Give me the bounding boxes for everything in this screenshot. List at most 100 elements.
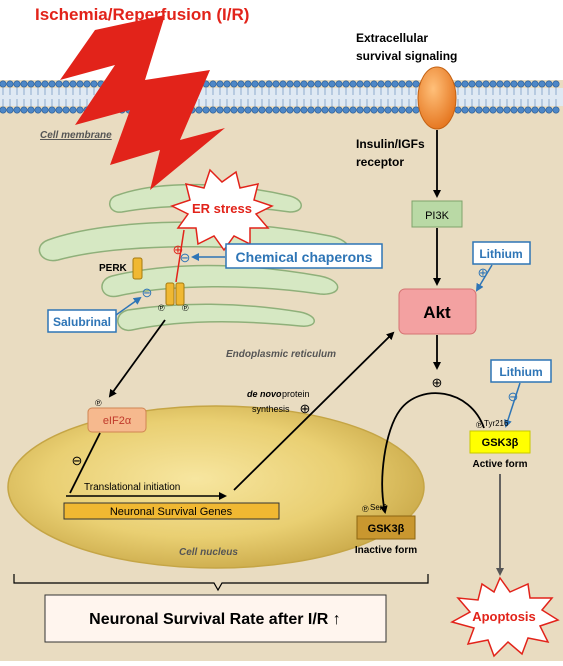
cell-nucleus-shape xyxy=(7,405,425,569)
salubrinal-minus-icon: ⊖ xyxy=(142,285,153,300)
eif2a-label: eIF2α xyxy=(103,415,132,427)
phospholipid-head xyxy=(13,106,21,114)
gsk-active-superscript: Tyr216 xyxy=(484,419,509,428)
cell-membrane-label: Cell membrane xyxy=(40,130,112,141)
eif2a-box xyxy=(87,407,147,433)
phospholipid-head xyxy=(6,80,14,88)
phospholipid-head xyxy=(356,106,364,114)
phospholipid-head xyxy=(48,106,56,114)
phospholipid-head xyxy=(454,80,462,88)
phospholipid-head xyxy=(405,106,413,114)
phospholipid-head xyxy=(314,80,322,88)
phospholipid-head xyxy=(286,106,294,114)
phospholipid-head xyxy=(356,80,364,88)
phospholipid-head xyxy=(55,106,63,114)
phospholipid-head xyxy=(468,80,476,88)
perk-dimer-right xyxy=(175,282,185,306)
phospholipid-head xyxy=(517,80,525,88)
receptor-shape xyxy=(417,66,457,130)
survival-rate-label: Neuronal Survival Rate after I/R ↑ xyxy=(89,611,341,628)
perk-plus-icon: ⊕ xyxy=(173,242,184,257)
er-stress-burst xyxy=(170,168,274,252)
phospholipid-head xyxy=(293,106,301,114)
phospholipid-head xyxy=(216,80,224,88)
phospho-icon-perk-right: ℗ xyxy=(182,303,189,313)
phospholipid-head xyxy=(412,80,420,88)
phospholipid-head xyxy=(244,106,252,114)
phospholipid-head xyxy=(475,80,483,88)
phospholipid-head xyxy=(27,80,35,88)
phospholipid-head xyxy=(69,80,77,88)
phospho-icon-eif2a: ℗ xyxy=(95,398,102,408)
phospholipid-head xyxy=(244,80,252,88)
phospholipid-head xyxy=(321,106,329,114)
receptor-label-1: Insulin/IGFs xyxy=(356,137,425,151)
phospholipid-head xyxy=(293,80,301,88)
phospholipid-head xyxy=(524,106,532,114)
perk-to-eif2a-arrow xyxy=(108,319,166,398)
pi3k-label: PI3K xyxy=(425,210,450,222)
phospholipid-head xyxy=(0,80,7,88)
phospholipid-head xyxy=(370,106,378,114)
phospholipid-head xyxy=(62,80,70,88)
phospholipid-head xyxy=(489,80,497,88)
phospholipid-head xyxy=(272,106,280,114)
lithium-to-akt-arrow xyxy=(475,264,493,292)
phospholipid-head xyxy=(230,106,238,114)
phospholipid-head xyxy=(27,106,35,114)
phospholipid-head xyxy=(34,80,42,88)
phospholipid-head xyxy=(237,80,245,88)
phospholipid-head xyxy=(538,106,546,114)
extracellular-label-2: survival signaling xyxy=(356,49,457,63)
phospholipid-head xyxy=(552,80,560,88)
lithium-label-1: Lithium xyxy=(479,247,522,261)
summary-brace xyxy=(13,574,429,592)
phospholipid-head xyxy=(258,106,266,114)
title: Ischemia/Reperfusion (I/R) xyxy=(35,5,249,24)
apoptosis-burst xyxy=(450,576,560,658)
neuronal-survival-genes-label: Neuronal Survival Genes xyxy=(110,506,233,518)
perk-receptor-left xyxy=(132,257,143,280)
phospholipid-head xyxy=(0,106,7,114)
phospho-icon-gsk-inactive: ℗ xyxy=(362,504,369,514)
phospholipid-head xyxy=(370,80,378,88)
phospholipid-head xyxy=(398,80,406,88)
lithium-label-2: Lithium xyxy=(499,365,542,379)
phospholipid-head xyxy=(216,106,224,114)
phospholipid-head xyxy=(279,80,287,88)
survival-rate-box xyxy=(44,594,387,643)
phospholipid-head xyxy=(48,80,56,88)
cytoplasm-background xyxy=(0,80,563,661)
lithium-minus-icon: ⊖ xyxy=(508,389,519,404)
phospholipid-head xyxy=(531,80,539,88)
perk-dimer-left xyxy=(165,282,175,306)
phospholipid-head xyxy=(265,80,273,88)
phospholipid-head xyxy=(195,106,203,114)
phospholipid-head xyxy=(20,106,28,114)
akt-box xyxy=(398,288,477,335)
phospholipid-head xyxy=(335,106,343,114)
salubrinal-arrow xyxy=(115,296,142,316)
phospholipid-head xyxy=(524,80,532,88)
translation-to-akt-arrow xyxy=(233,331,395,491)
phospholipid-head xyxy=(209,80,217,88)
phospholipid-head xyxy=(307,106,315,114)
phospholipid-head xyxy=(230,80,238,88)
phospholipid-head xyxy=(454,106,462,114)
phospholipid-head xyxy=(83,80,91,88)
er-stress-label: ER stress xyxy=(192,201,252,216)
protein-label: protein xyxy=(282,389,310,399)
phospholipid-head xyxy=(412,106,420,114)
phospholipid-head xyxy=(76,80,84,88)
phospholipid-head xyxy=(510,80,518,88)
cell-nucleus-label: Cell nucleus xyxy=(179,547,238,558)
phospholipid-head xyxy=(62,106,70,114)
phospholipid-head xyxy=(377,106,385,114)
phospholipid-head xyxy=(34,106,42,114)
phospholipid-head xyxy=(475,106,483,114)
gsk-inactivation-arrow xyxy=(379,392,485,514)
salubrinal-label: Salubrinal xyxy=(53,315,111,329)
phospholipid-head xyxy=(489,106,497,114)
lithium-box-2 xyxy=(490,359,552,383)
